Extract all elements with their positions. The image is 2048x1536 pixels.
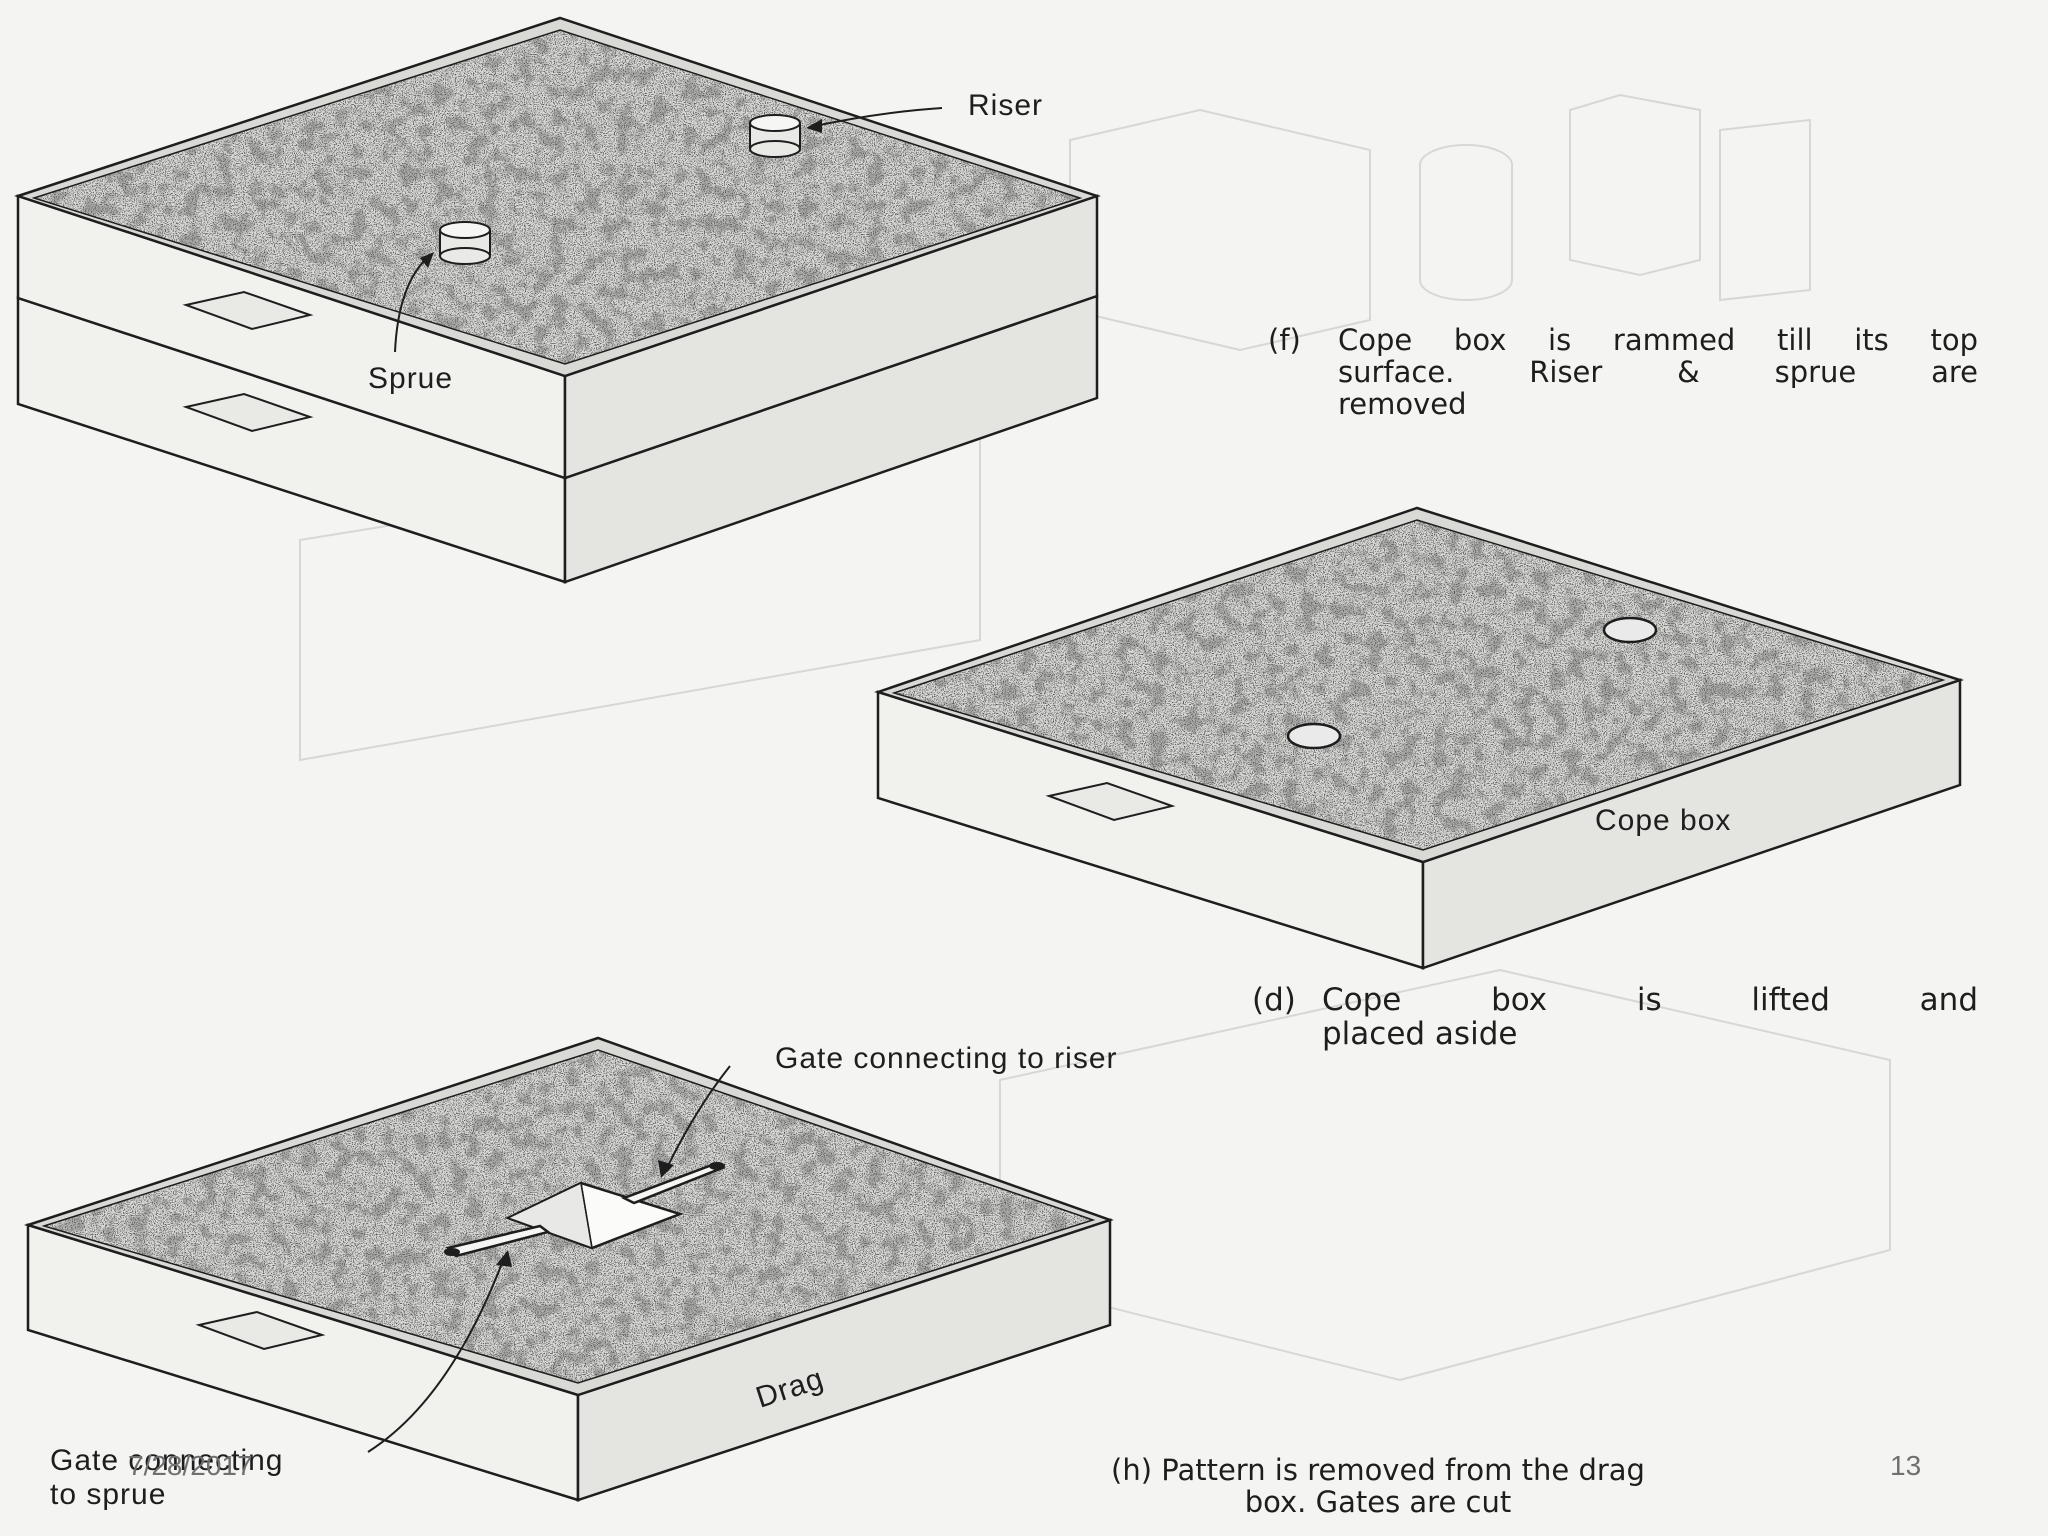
caption-d-tag: (d) [1252,982,1296,1018]
gate-sprue-leader [367,1257,505,1453]
caption-d: (d) Cope box is lifted and placed aside [1252,983,1978,1051]
gate-to-riser [620,1162,726,1205]
caption-f-tag: (f) [1268,323,1301,357]
riser-pin [749,114,801,158]
caption-f-line-2: surface. Riser & sprue are [1338,355,1978,389]
caption-d-line-1: Cope box is lifted and [1322,982,1978,1018]
figure-h-drag [23,1036,1114,1502]
gate-to-sprue-label: Gate connecting to sprue [50,1444,283,1512]
figure-d-cope [873,506,1965,970]
gate-to-riser-label: Gate connecting to riser [775,1042,1118,1075]
caption-f-line-1: Cope box is rammed till its top [1338,323,1978,357]
figure-f-cope-handle [182,290,314,331]
slide-page-number: 13 [1890,1450,1922,1481]
caption-h-line-1: (h) Pattern is removed from the drag [1111,1453,1645,1487]
figure-f-mould [13,16,1101,584]
riser-hole [1602,616,1658,644]
gate-to-sprue-label-line-1: Gate connecting [50,1444,284,1477]
caption-h-line-2: box. Gates are cut [1244,1485,1512,1519]
figure-f-drag-handle [182,392,314,433]
gate-to-sprue-label-line-2: to sprue [50,1478,167,1511]
riser-label: Riser [968,89,1044,122]
figure-h-handle [195,1310,326,1351]
figure-d-handle [1045,781,1176,822]
sprue-label: Sprue [368,362,454,395]
gate-riser-leader [665,1065,731,1171]
caption-d-line-2: placed aside [1322,1016,1518,1052]
caption-h: (h) Pattern is removed from the drag box… [978,1454,1778,1518]
slide-date: 7/28/2017 [128,1450,253,1481]
gate-to-sprue [444,1224,551,1258]
sprue-hole [1286,722,1342,750]
cope-box-label: Cope box [1595,804,1732,837]
mould-cavity [504,1181,684,1250]
caption-f-line-3: removed [1338,387,1467,421]
sprue-leader [394,256,429,353]
riser-leader [809,107,943,128]
caption-f: (f) Cope box is rammed till its top surf… [1268,324,1978,420]
sprue-pin [439,221,491,265]
